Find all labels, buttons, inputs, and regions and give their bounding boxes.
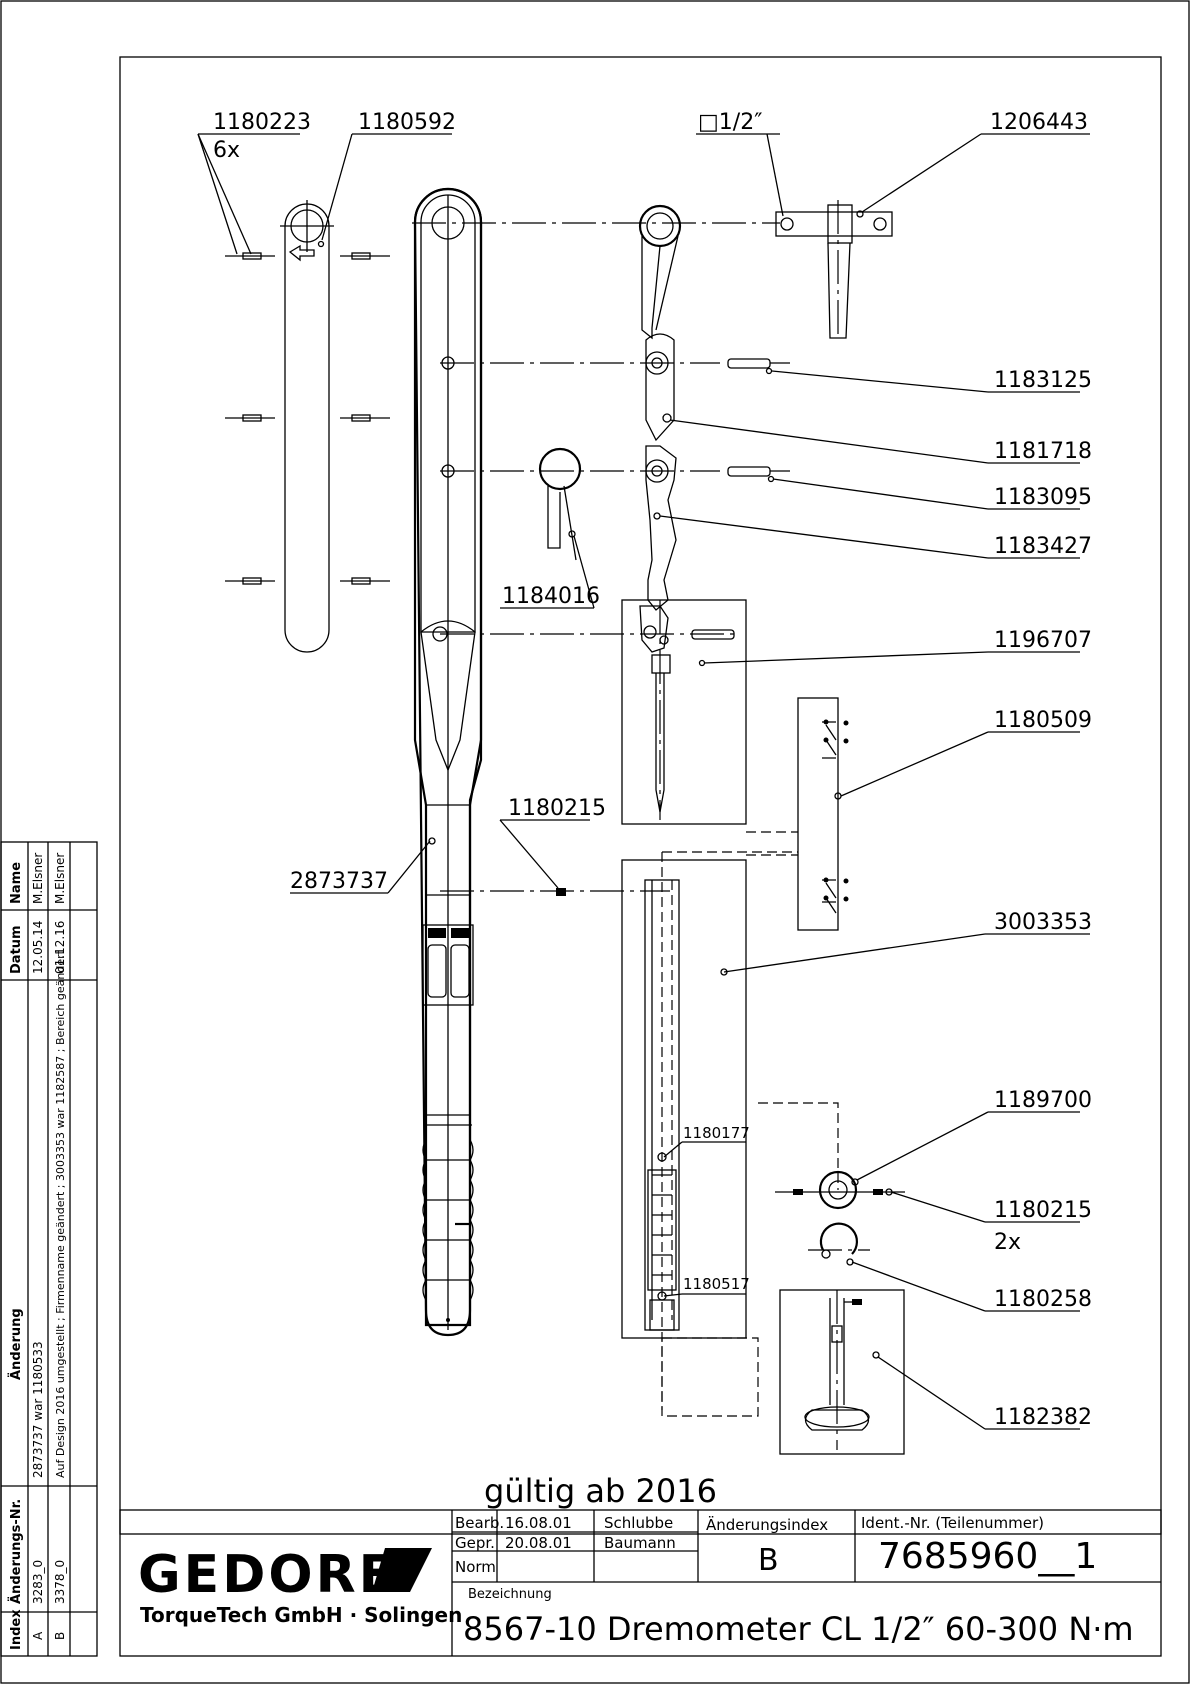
designation-label: Bezeichnung bbox=[468, 1587, 552, 1602]
rev-a-name: M.Elsner bbox=[31, 853, 45, 904]
label-1184016: 1184016 bbox=[502, 584, 600, 609]
svg-text:GEDORE: GEDORE bbox=[138, 1545, 397, 1605]
label-1180223-qty: 6x bbox=[213, 138, 240, 163]
rev-a-change-no: 3283_0 bbox=[31, 1560, 45, 1604]
designation-value: 8567-10 Dremometer CL 1/2″ 60-300 N·m bbox=[463, 1610, 1134, 1648]
gepr-name: Baumann bbox=[604, 1534, 676, 1552]
lever-link bbox=[645, 333, 675, 442]
label-1183427: 1183427 bbox=[994, 534, 1092, 559]
pushrod-assembly bbox=[621, 599, 747, 825]
rev-b-name: M.Elsner bbox=[53, 853, 67, 904]
label-1180215-qty: 2x bbox=[994, 1230, 1021, 1255]
label-3003353: 3003353 bbox=[994, 910, 1092, 935]
rev-header-name: Name bbox=[9, 862, 24, 904]
label-square-drive: □1/2″ bbox=[698, 110, 762, 135]
ident-number: 7685960__1 bbox=[878, 1536, 1097, 1577]
drawing-frame bbox=[119, 56, 1162, 1535]
title-block-grid bbox=[119, 1509, 1162, 1657]
label-1189700: 1189700 bbox=[994, 1088, 1092, 1113]
label-2873737: 2873737 bbox=[290, 869, 388, 894]
rev-b-date: 01.12.16 bbox=[53, 921, 67, 974]
label-1181718: 1181718 bbox=[994, 439, 1092, 464]
bearb-name: Schlubbe bbox=[604, 1514, 673, 1532]
rev-header-change: Änderung bbox=[8, 1308, 24, 1380]
spring-tube bbox=[621, 851, 798, 1417]
label-1180517: 1180517 bbox=[683, 1275, 750, 1293]
label-1180215-top: 1180215 bbox=[508, 796, 606, 821]
rev-header-date: Datum bbox=[9, 925, 24, 974]
ident-label: Ident.-Nr. (Teilenummer) bbox=[861, 1514, 1044, 1532]
change-index-label: Änderungsindex bbox=[706, 1515, 828, 1534]
validity-note: gültig ab 2016 bbox=[484, 1472, 717, 1510]
gedore-logo: GEDORE bbox=[138, 1545, 432, 1605]
label-1180215-bottom: 1180215 bbox=[994, 1198, 1092, 1223]
rev-a-change: 2873737 war 1180533 bbox=[31, 1341, 45, 1478]
label-1196707: 1196707 bbox=[994, 628, 1092, 653]
leader-dots bbox=[428, 837, 728, 976]
rev-b-change-no: 3378_0 bbox=[53, 1560, 67, 1604]
small-pin bbox=[556, 888, 566, 896]
rev-b-index: B bbox=[53, 1632, 67, 1640]
wrench-handle bbox=[413, 187, 483, 1337]
end-cap bbox=[779, 1289, 905, 1455]
label-1180592: 1180592 bbox=[358, 110, 456, 135]
rev-header-change-no: Änderungs-Nr. bbox=[8, 1499, 24, 1604]
gepr-date: 20.08.01 bbox=[505, 1534, 572, 1552]
label-1183095: 1183095 bbox=[994, 485, 1092, 510]
axis-lines bbox=[412, 222, 780, 892]
leader-lines bbox=[197, 133, 1090, 1430]
revision-table-grid bbox=[0, 841, 98, 1657]
rev-a-index: A bbox=[31, 1631, 45, 1640]
label-1180177: 1180177 bbox=[683, 1124, 750, 1142]
change-index-value: B bbox=[758, 1543, 779, 1578]
rev-a-date: 12.05.14 bbox=[31, 921, 45, 974]
spring-clip bbox=[538, 447, 582, 561]
gepr-label: Gepr. bbox=[455, 1534, 495, 1552]
label-1180258: 1180258 bbox=[994, 1287, 1092, 1312]
spring-set bbox=[746, 697, 849, 931]
scale-strip-part bbox=[280, 200, 334, 653]
square-drive-insert bbox=[775, 200, 893, 340]
pins bbox=[691, 358, 790, 640]
ratchet-head bbox=[638, 204, 682, 340]
bearb-label: Bearb. bbox=[455, 1514, 504, 1532]
label-1206443: 1206443 bbox=[990, 110, 1088, 135]
label-1180509: 1180509 bbox=[994, 708, 1092, 733]
norm-label: Norm bbox=[455, 1558, 496, 1576]
label-1180223: 1180223 bbox=[213, 110, 311, 135]
rivet-pins bbox=[225, 252, 390, 585]
rev-header-index: Index bbox=[9, 1609, 24, 1650]
label-1183125: 1183125 bbox=[994, 368, 1092, 393]
label-1182382: 1182382 bbox=[994, 1405, 1092, 1430]
bearb-date: 16.08.01 bbox=[505, 1514, 572, 1532]
adjuster-ring bbox=[758, 1102, 905, 1266]
company-name: TorqueTech GmbH · Solingen bbox=[140, 1603, 462, 1627]
rev-b-change: Auf Design 2016 umgestellt ; Firmenname … bbox=[54, 949, 67, 1478]
